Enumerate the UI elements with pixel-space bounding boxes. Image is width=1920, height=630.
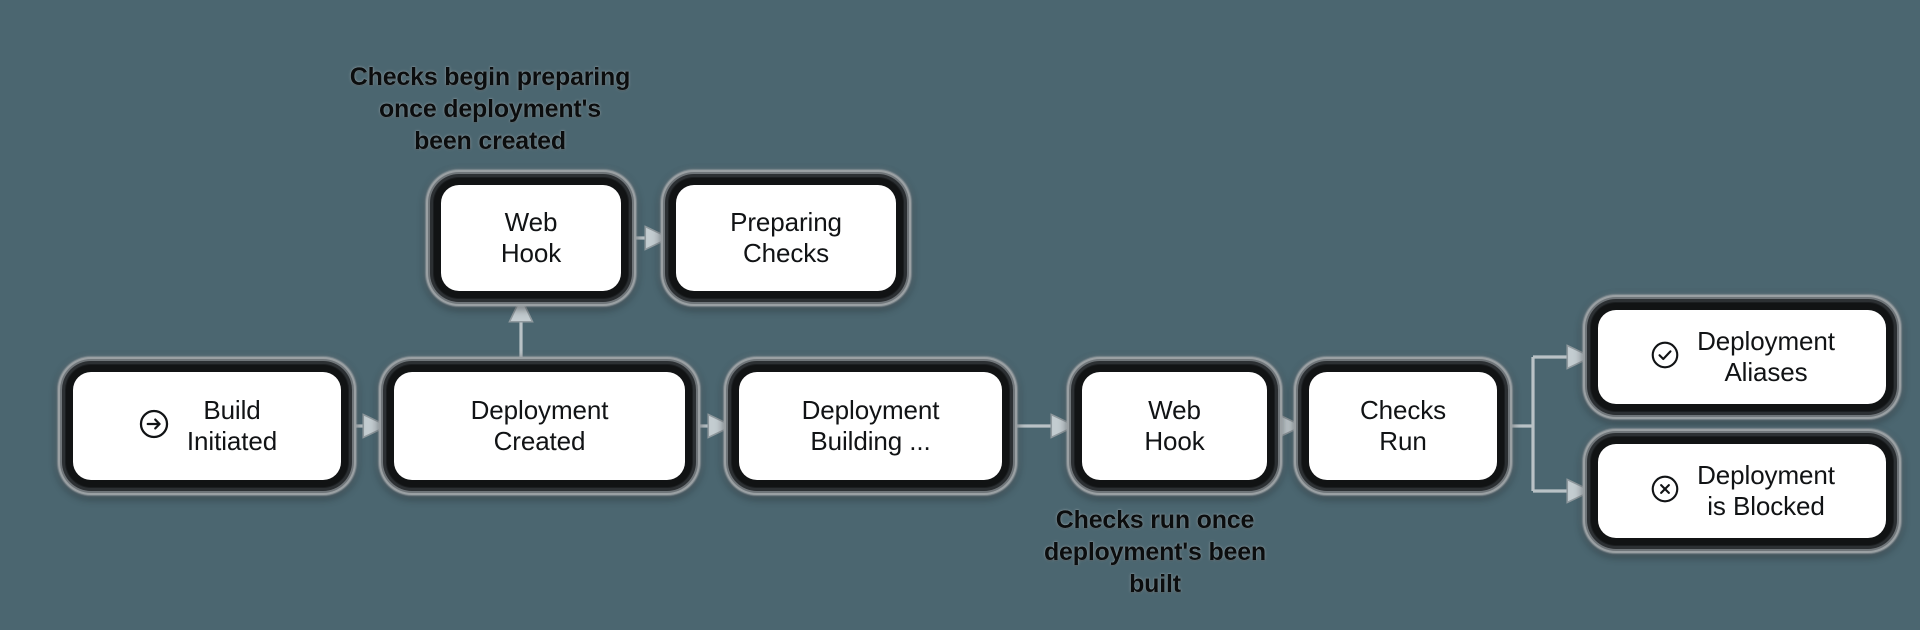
node-label: Deployment Aliases: [1697, 326, 1835, 387]
check-circle-icon: [1649, 339, 1681, 376]
node-label: Web Hook: [1144, 395, 1205, 456]
arrow-right-circle-icon: [137, 407, 171, 446]
node-label: Deployment is Blocked: [1697, 460, 1835, 521]
node-build-initiated[interactable]: Build Initiated: [73, 372, 341, 480]
node-label: Preparing Checks: [730, 207, 842, 268]
node-preparing-checks[interactable]: Preparing Checks: [676, 185, 896, 291]
node-deployment-building[interactable]: Deployment Building ...: [739, 372, 1002, 480]
node-deployment-blocked[interactable]: Deployment is Blocked: [1598, 444, 1886, 538]
node-web-hook-main[interactable]: Web Hook: [1082, 372, 1267, 480]
annotation-bottom: Checks run once deployment's been built: [1043, 506, 1267, 598]
node-label: Deployment Created: [470, 395, 609, 456]
node-deployment-aliases[interactable]: Deployment Aliases: [1598, 310, 1886, 404]
node-checks-run[interactable]: Checks Run: [1309, 372, 1497, 480]
node-label: Build Initiated: [186, 395, 278, 456]
node-web-hook-top[interactable]: Web Hook: [441, 185, 621, 291]
node-label: Checks Run: [1359, 395, 1447, 456]
annotation-top: Checks begin preparing once deployment's…: [349, 63, 631, 155]
node-label: Web Hook: [500, 207, 562, 268]
node-label: Deployment Building ...: [801, 395, 940, 456]
node-deployment-created[interactable]: Deployment Created: [394, 372, 685, 480]
x-circle-icon: [1649, 473, 1681, 510]
